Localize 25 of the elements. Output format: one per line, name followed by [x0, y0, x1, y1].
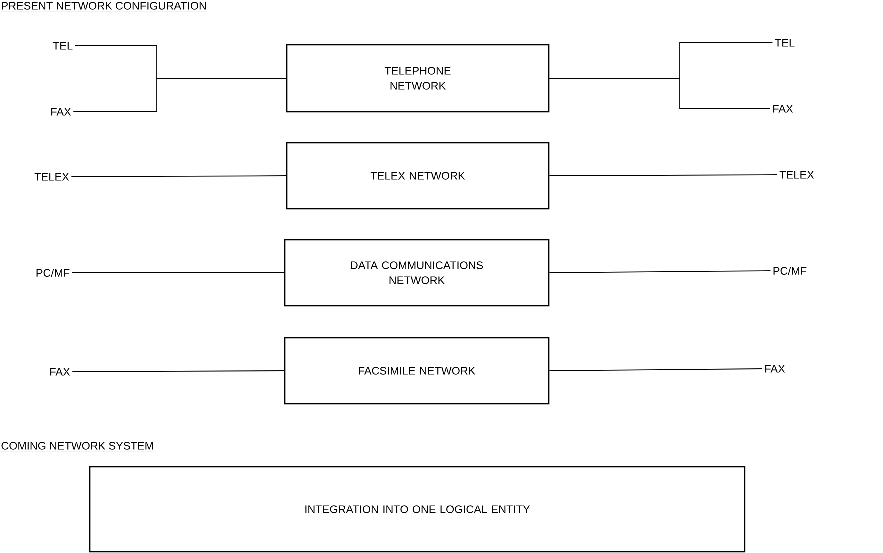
terminal-label: TEL — [53, 42, 73, 50]
connector-line — [72, 370, 285, 372]
terminal-label: FAX — [52, 108, 72, 116]
section-heading: PRESENT NETWORK CONFIGURATION — [1, 2, 208, 12]
connector-line — [549, 368, 763, 372]
connector-line — [549, 78, 771, 110]
connector-line — [73, 78, 287, 112]
terminal-label: FAX — [774, 105, 794, 113]
terminal-label: PC/MF — [774, 266, 807, 276]
terminal-label: TELEX — [780, 171, 814, 179]
network-box: TELEX NETWORK — [286, 142, 550, 210]
network-box: TELEPHONE NETWORK — [286, 44, 550, 113]
network-box: DATA COMMUNICATIONS NETWORK — [284, 239, 550, 307]
terminal-label: FAX — [50, 368, 70, 376]
connector-line — [549, 174, 778, 176]
terminal-label: TELEX — [34, 173, 70, 181]
terminal-label: PC/MF — [36, 268, 70, 278]
connector-line — [71, 176, 287, 178]
terminal-label: TEL — [775, 39, 795, 47]
section-heading: COMING NETWORK SYSTEM — [1, 442, 154, 452]
connector-line — [72, 272, 285, 274]
connector-line — [549, 270, 772, 274]
terminal-label: FAX — [766, 365, 786, 373]
network-box: FACSIMILE NETWORK — [284, 337, 550, 405]
network-box: INTEGRATION INTO ONE LOGICAL ENTITY — [89, 466, 746, 553]
